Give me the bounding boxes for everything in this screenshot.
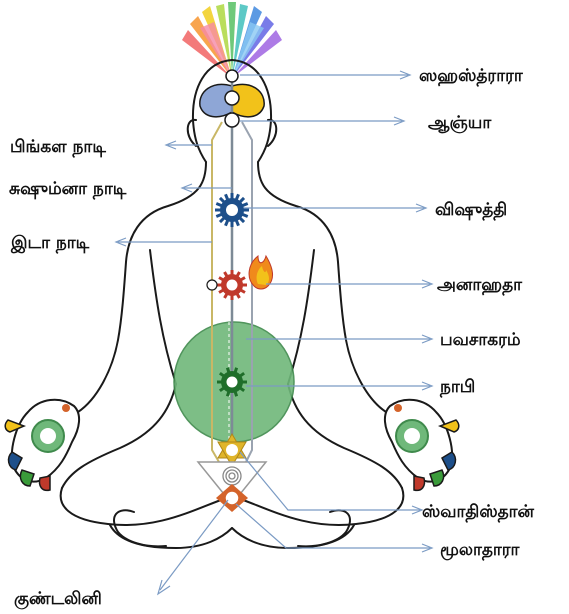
label-sushumna: சுஷும்னா நாடி bbox=[9, 179, 127, 199]
label-muladhara: மூலாதாரா bbox=[440, 540, 521, 560]
vishuddhi-chakra-icon bbox=[215, 193, 249, 227]
chakra-petal bbox=[219, 290, 224, 293]
sahasrara-node bbox=[226, 70, 238, 82]
label-ajna: ஆஞ்யா bbox=[428, 113, 492, 133]
lotus-right-hand-icon bbox=[396, 420, 428, 452]
ajna-node bbox=[225, 113, 239, 127]
chakra-petal bbox=[240, 290, 245, 293]
chakra-petal bbox=[227, 391, 229, 397]
chakra-petal bbox=[220, 198, 225, 203]
chakra-petal bbox=[237, 293, 240, 298]
sahasrara-node-lower bbox=[225, 91, 239, 105]
label-vishuddhi: விஷுத்தி bbox=[435, 200, 507, 220]
chakra-petal bbox=[239, 198, 244, 203]
label-sahasrara: ஸஹஸ்த்ராரா bbox=[419, 66, 524, 86]
right-hand bbox=[385, 400, 459, 491]
label-nabhi: நாபி bbox=[439, 377, 475, 397]
crown-rays-icon bbox=[182, 2, 282, 78]
label-ida: இடா நாடி bbox=[10, 233, 90, 253]
label-swadhisthan: ஸ்வாதிஸ்தான் bbox=[422, 502, 535, 522]
lotus-left-hand-icon bbox=[32, 420, 64, 452]
chakra-petal bbox=[219, 278, 224, 281]
chakra-petal bbox=[225, 293, 228, 298]
chakra-petal bbox=[225, 272, 228, 277]
chakra-petal bbox=[235, 368, 237, 374]
label-kundalini: குண்டலினி bbox=[14, 589, 102, 609]
label-pingala: பிங்கள நாடி bbox=[10, 137, 106, 157]
chakra-petal bbox=[220, 217, 225, 222]
chakra-petal bbox=[227, 368, 229, 374]
label-anahata: அனாஹதா bbox=[437, 275, 523, 295]
label-bhavasagaram: பவசாகரம் bbox=[440, 330, 521, 350]
left-hand bbox=[5, 400, 79, 491]
chakra-petal bbox=[240, 278, 245, 281]
chakra-petal bbox=[235, 391, 237, 397]
chakra-petal bbox=[239, 217, 244, 222]
chakra-petal bbox=[237, 272, 240, 277]
